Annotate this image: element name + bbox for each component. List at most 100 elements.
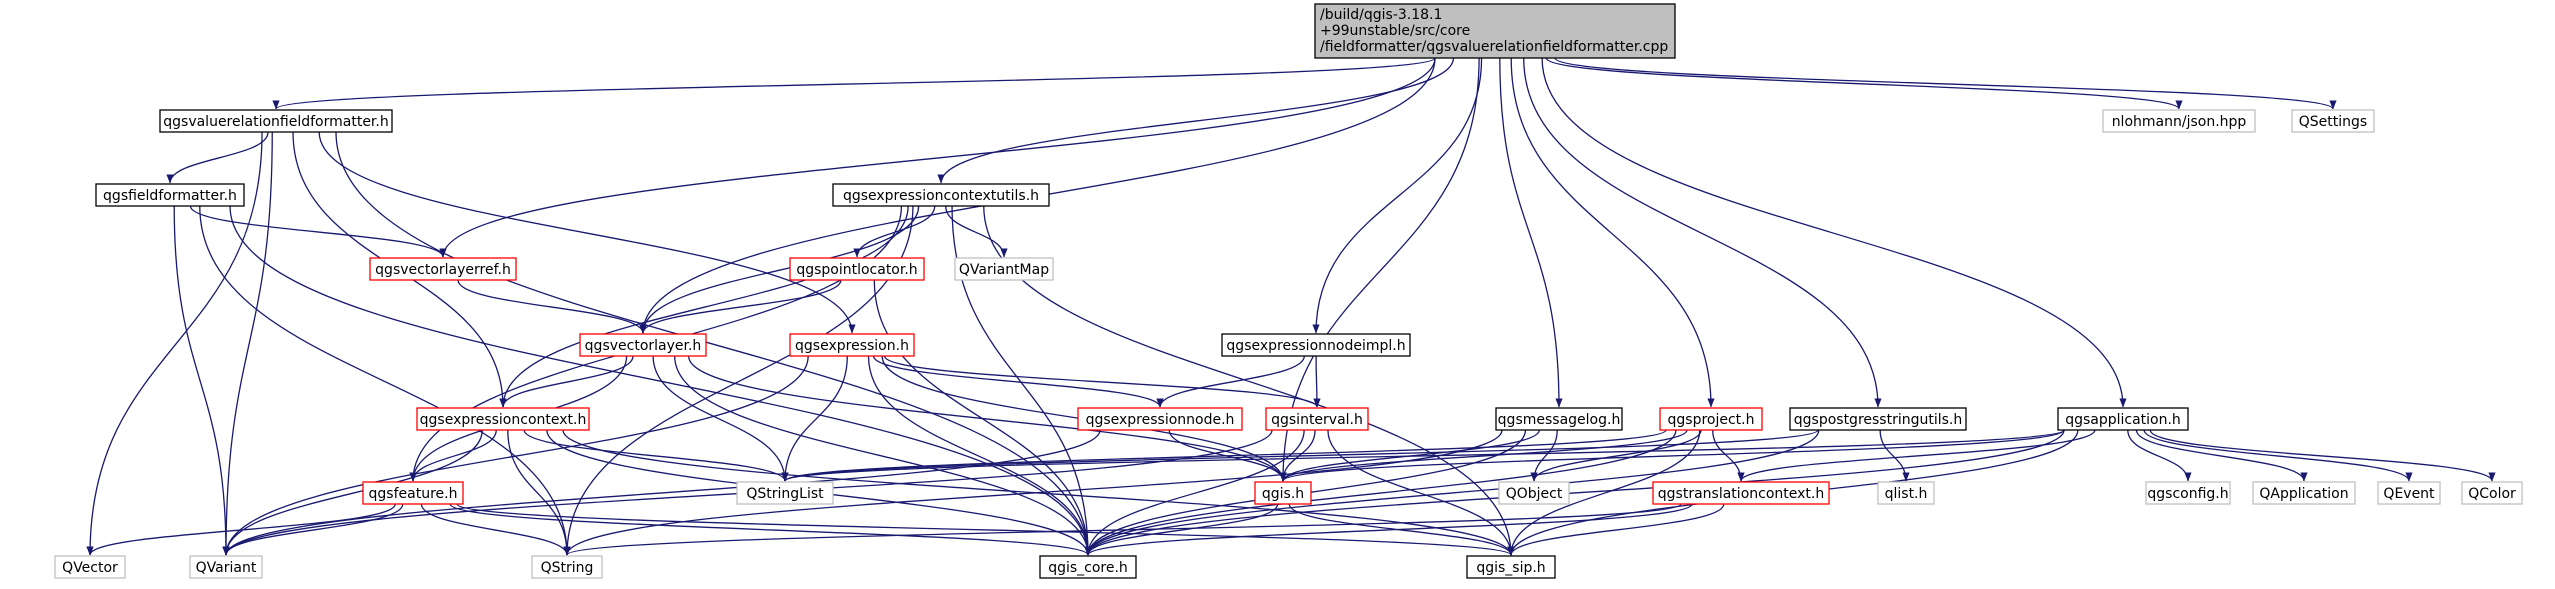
edge-app-to-qevent — [2143, 429, 2413, 482]
edge-vrff-to-expression — [318, 131, 856, 334]
edge-root-to-pgsu — [1523, 57, 1882, 408]
node-qstringlist: QStringList — [736, 481, 834, 505]
node-root[interactable]: /build/qgis-3.18.1+99unstable/src/core/f… — [1314, 3, 1676, 59]
node-label-pointlocator: qgspointlocator.h — [796, 262, 917, 278]
edge-vlref-to-vectorlayer — [457, 279, 647, 334]
node-label-qobject: QObject — [1506, 486, 1563, 502]
edge-vectorlayer-to-qstringlist — [652, 355, 789, 482]
node-exprnode[interactable]: qgsexpressionnode.h — [1077, 407, 1243, 431]
node-vlref[interactable]: qgsvectorlayerref.h — [369, 257, 517, 281]
edge-root-to-msglog — [1499, 57, 1563, 408]
edge-translation-to-core — [1084, 503, 1693, 556]
node-label-qcolor: QColor — [2468, 486, 2516, 502]
node-box-qsettings — [2291, 109, 2375, 133]
edge-translation-to-sip — [1507, 503, 1725, 556]
edge-root-to-app — [1541, 57, 2127, 408]
edge-app-to-qcolor — [2149, 429, 2496, 482]
node-box-ecu — [832, 183, 1050, 207]
node-box-expression — [789, 333, 915, 357]
edge-pgsu-to-core — [1084, 429, 1820, 556]
node-qlist: qlist.h — [1877, 481, 1935, 505]
node-box-qstring — [531, 555, 603, 579]
node-qevent: QEvent — [2377, 481, 2441, 505]
node-vectorlayer[interactable]: qgsvectorlayer.h — [579, 333, 707, 357]
node-pointlocator[interactable]: qgspointlocator.h — [789, 257, 925, 281]
node-box-qgsconfig — [2145, 481, 2231, 505]
node-label-qvariantmap: QVariantMap — [959, 262, 1049, 278]
node-project[interactable]: qgsproject.h — [1659, 407, 1763, 431]
edge-feature-to-core — [449, 503, 1092, 556]
node-box-qapplication — [2252, 481, 2356, 505]
edge-ec-to-feature — [409, 429, 497, 482]
node-expression[interactable]: qgsexpression.h — [789, 333, 915, 357]
node-label-vectorlayer: qgsvectorlayer.h — [585, 338, 702, 354]
node-box-pgsu — [1789, 407, 1967, 431]
node-label-qlist: qlist.h — [1885, 486, 1928, 502]
node-core[interactable]: qgis_core.h — [1039, 555, 1137, 579]
node-qgsconfig: qgsconfig.h — [2145, 481, 2231, 505]
edge-project-to-qstringlist — [781, 429, 1667, 482]
node-label-qstring: QString — [541, 560, 594, 576]
edge-ecu-to-vectorlayer — [639, 205, 920, 334]
node-label-feature: qgsfeature.h — [369, 486, 458, 502]
node-qsettings: QSettings — [2291, 109, 2375, 133]
edge-root-to-qsettings — [1554, 57, 2337, 110]
edge-fieldformatter-to-qstring — [199, 205, 571, 556]
node-box-qvariant — [189, 555, 263, 579]
node-qvariant: QVariant — [189, 555, 263, 579]
node-app[interactable]: qgsapplication.h — [2057, 407, 2189, 431]
edge-root-to-qgis — [1279, 57, 1480, 482]
node-box-qvector — [54, 555, 126, 579]
edge-interval-to-core — [1084, 429, 1305, 556]
node-box-qevent — [2377, 481, 2441, 505]
node-label-root-line-2: +99unstable/src/core — [1320, 23, 1470, 39]
edge-pgsu-to-qstringlist — [781, 429, 1819, 482]
node-ecu[interactable]: qgsexpressioncontextutils.h — [832, 183, 1050, 207]
node-label-root-line-3: /fieldformatter/qgsvaluerelationfieldfor… — [1320, 39, 1668, 55]
node-label-app: qgsapplication.h — [2065, 412, 2181, 428]
node-feature[interactable]: qgsfeature.h — [362, 481, 464, 505]
edge-feature-to-qvariant — [222, 503, 404, 556]
node-box-vrff — [159, 109, 393, 133]
edge-root-to-ecu — [937, 57, 1455, 184]
node-qgis[interactable]: qgis.h — [1254, 481, 1312, 505]
node-pgsu[interactable]: qgspostgresstringutils.h — [1789, 407, 1967, 431]
node-translation[interactable]: qgstranslationcontext.h — [1652, 481, 1830, 505]
edge-root-to-json — [1545, 57, 2183, 110]
node-box-vlref — [369, 257, 517, 281]
edge-expression-to-qstringlist — [781, 355, 848, 482]
node-eni[interactable]: qgsexpressionnodeimpl.h — [1221, 333, 1411, 357]
node-fieldformatter[interactable]: qgsfieldformatter.h — [95, 183, 245, 207]
node-box-qvariantmap — [954, 257, 1054, 281]
edge-ec-to-qstringlist — [523, 429, 789, 482]
node-label-pgsu: qgspostgresstringutils.h — [1794, 412, 1963, 428]
edge-exprnode-to-qvariant — [222, 429, 1101, 556]
edge-pgsu-to-qlist — [1879, 429, 1910, 482]
node-box-project — [1659, 407, 1763, 431]
node-box-fieldformatter — [95, 183, 245, 207]
node-box-qobject — [1498, 481, 1570, 505]
edge-fieldformatter-to-qvariant — [173, 205, 230, 556]
edge-ec-to-qvariant — [222, 429, 483, 556]
node-box-sip — [1466, 555, 1556, 579]
edge-vectorlayer-to-ec — [499, 355, 634, 408]
node-box-pointlocator — [789, 257, 925, 281]
edge-project-to-qobject — [1530, 429, 1702, 482]
node-label-json: nlohmann/json.hpp — [2112, 114, 2247, 130]
node-label-qgis: qgis.h — [1262, 486, 1304, 502]
node-box-qstringlist — [736, 481, 834, 505]
node-qstring: QString — [531, 555, 603, 579]
node-ec[interactable]: qgsexpressioncontext.h — [416, 407, 590, 431]
node-msglog[interactable]: qgsmessagelog.h — [1495, 407, 1623, 431]
edge-fieldformatter-to-vlref — [189, 205, 447, 258]
edge-pointlocator-to-vectorlayer — [639, 279, 842, 334]
node-interval[interactable]: qgsinterval.h — [1265, 407, 1369, 431]
node-qapplication: QApplication — [2252, 481, 2356, 505]
node-vrff[interactable]: qgsvaluerelationfieldformatter.h — [159, 109, 393, 133]
node-label-core: qgis_core.h — [1048, 560, 1128, 576]
node-sip[interactable]: qgis_sip.h — [1466, 555, 1556, 579]
node-box-qgis — [1254, 481, 1312, 505]
edge-project-to-translation — [1712, 429, 1745, 482]
node-box-core — [1039, 555, 1137, 579]
edge-app-to-qgsconfig — [2127, 429, 2192, 482]
